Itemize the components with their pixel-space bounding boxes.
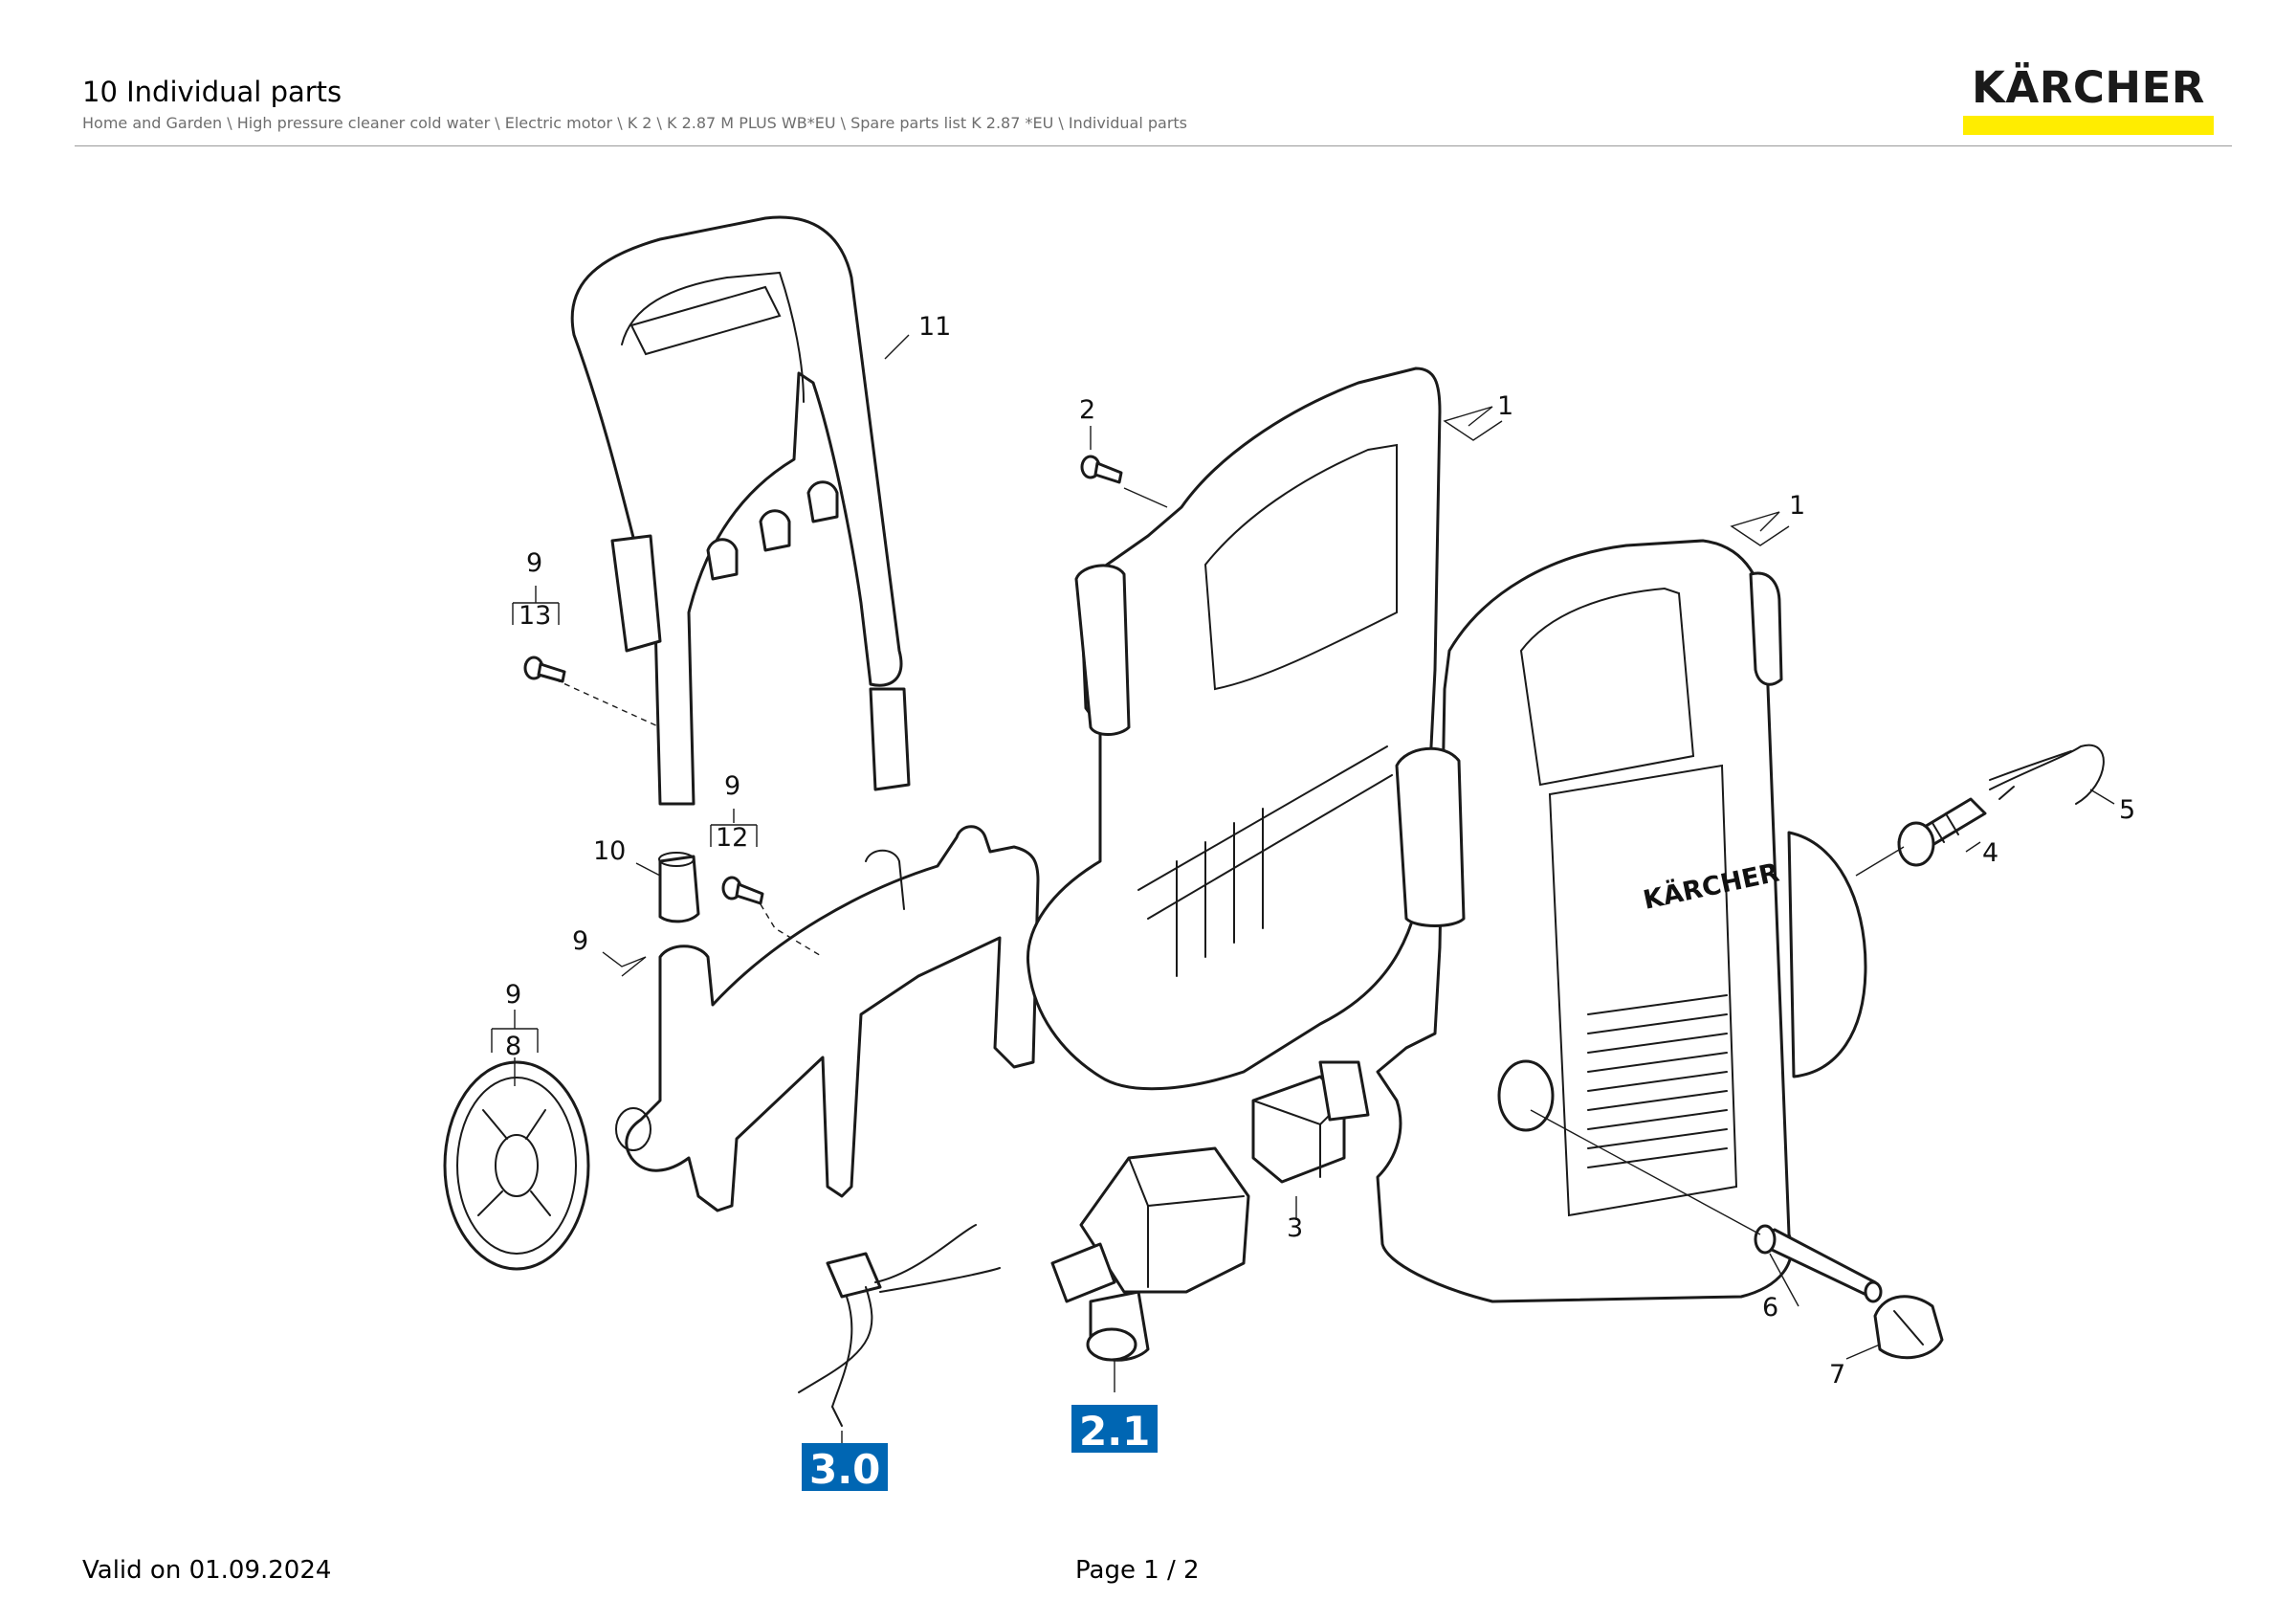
logo-yellow-bar: [1963, 116, 2214, 135]
part-1-front-housing[interactable]: KÄRCHER: [1376, 539, 1867, 1303]
label-10: 10: [593, 836, 626, 866]
part-3-0-cable[interactable]: [798, 1224, 1001, 1427]
leader-lines: [491, 334, 2115, 1445]
part-1-rear-housing[interactable]: [1026, 367, 1442, 1091]
part-2-screw[interactable]: [1080, 455, 1123, 484]
valid-date: Valid on 01.09.2024: [82, 1556, 332, 1585]
part-6-spindle[interactable]: [1754, 1224, 1883, 1303]
badge-2-1-text: 2.1: [1079, 1408, 1150, 1455]
label-9-c: 9: [572, 926, 588, 956]
label-5: 5: [2119, 795, 2135, 825]
label-9-b: 9: [724, 771, 740, 801]
label-3: 3: [1287, 1213, 1303, 1243]
label-9-d: 9: [505, 980, 521, 1010]
position-labels: 11 2 1 1 9 13 9 12 10 9 9 8 5 4 3 6 7: [505, 312, 2135, 1390]
label-7: 7: [1829, 1360, 1845, 1390]
badge-3-0-text: 3.0: [809, 1446, 880, 1493]
part-13-screw[interactable]: [523, 656, 566, 683]
label-4: 4: [1982, 838, 1998, 868]
page-title: 10 Individual parts: [82, 76, 342, 108]
part-9-base-stand[interactable]: [615, 825, 1040, 1212]
label-1-right: 1: [1789, 491, 1805, 521]
label-13: 13: [519, 601, 551, 631]
label-6: 6: [1762, 1293, 1778, 1323]
logo-text: KÄRCHER: [1972, 62, 2205, 113]
label-9-a: 9: [526, 548, 542, 578]
badge-2-1[interactable]: 2.1: [1071, 1405, 1158, 1455]
part-5-hose[interactable]: [1989, 744, 2105, 805]
part-10-tube[interactable]: [658, 852, 700, 923]
part-7-knob[interactable]: [1873, 1295, 1944, 1360]
part-4-hose-nipple[interactable]: [1897, 797, 1987, 867]
label-1-top: 1: [1497, 391, 1513, 421]
label-8: 8: [505, 1032, 521, 1061]
label-2: 2: [1079, 395, 1095, 425]
header-divider: [75, 145, 2232, 146]
badge-3-0[interactable]: 3.0: [802, 1443, 888, 1493]
page-header: 10 Individual parts Home and Garden \ Hi…: [82, 75, 2233, 147]
page-number: Page 1 / 2: [1075, 1556, 1200, 1585]
part-2-1-pump-assembly[interactable]: [1050, 1146, 1250, 1362]
breadcrumb: Home and Garden \ High pressure cleaner …: [82, 114, 1188, 132]
part-12-screw[interactable]: [721, 876, 764, 905]
label-11: 11: [918, 312, 951, 342]
part-8-wheel[interactable]: [443, 1060, 590, 1271]
karcher-logo: KÄRCHER: [1963, 63, 2214, 136]
part-3-switch[interactable]: [1251, 1060, 1370, 1184]
label-12: 12: [716, 823, 748, 853]
part-11-handle[interactable]: [570, 215, 911, 806]
